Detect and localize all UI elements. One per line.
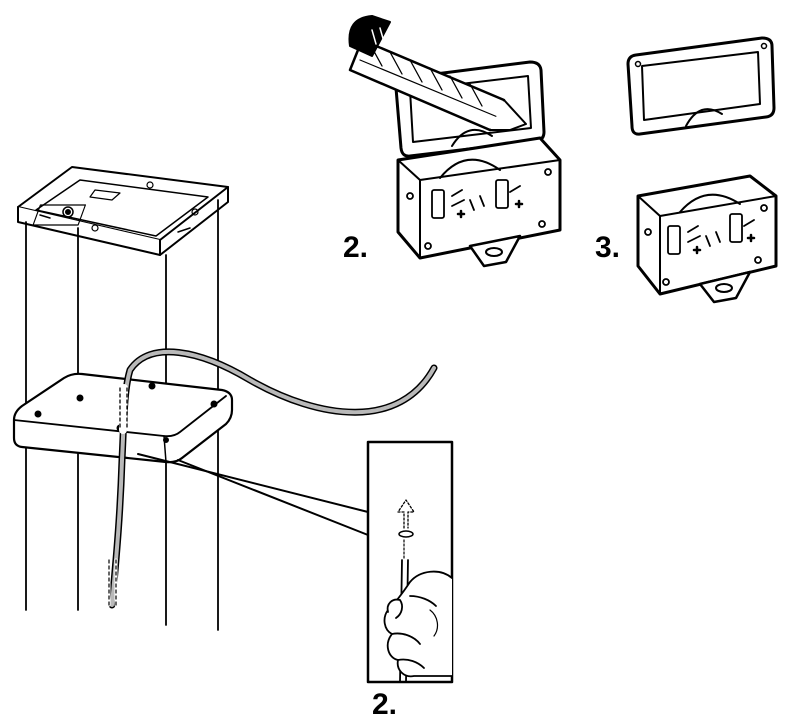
power-cable <box>107 348 438 609</box>
callout-lines <box>137 453 369 536</box>
detail-inset <box>366 440 454 684</box>
step-label-box-separated: 3. <box>595 231 621 264</box>
utility-knife-icon <box>348 15 527 132</box>
hand-icon <box>383 570 453 678</box>
step-label-box-open: 2. <box>343 231 369 264</box>
ceiling-mounting-plate <box>17 166 229 256</box>
junction-box-separated <box>626 36 778 304</box>
step-label-detail: 2. <box>372 688 398 721</box>
